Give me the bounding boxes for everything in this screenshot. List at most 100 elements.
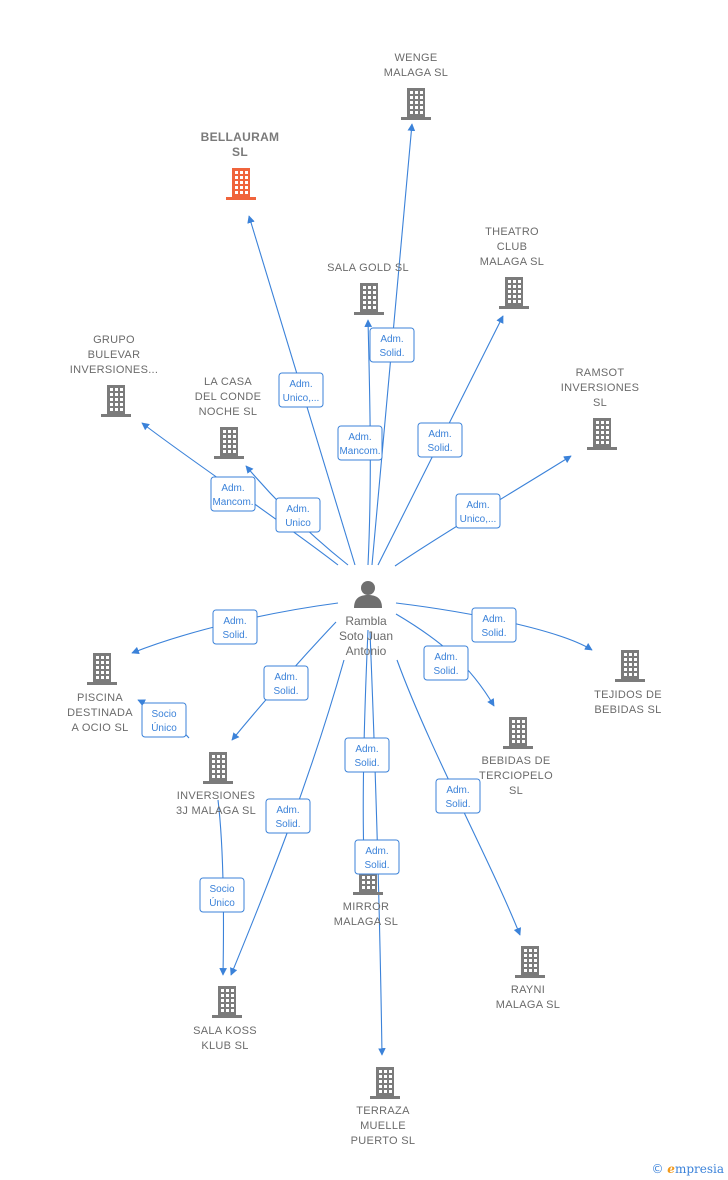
relation-label-text: Adm.: [286, 504, 309, 515]
grupobulevar-building-icon: [101, 385, 131, 417]
relation-label-salakoss[interactable]: Adm. Solid.: [265, 798, 311, 834]
company-name-line: MALAGA SL: [480, 256, 544, 268]
company-name-line: WENGE: [394, 52, 437, 64]
company-name-line: NOCHE SL: [199, 406, 258, 418]
company-node-grupobulevar[interactable]: GRUPOBULEVARINVERSIONES...: [70, 334, 159, 417]
relation-label-bellauram[interactable]: Adm.Unico,...: [278, 372, 324, 408]
person-name-line: Antonio: [346, 644, 387, 658]
relation-label-tejidos[interactable]: Adm.Solid.: [471, 607, 517, 643]
brand-initial: e: [667, 1162, 675, 1176]
relation-label-text: Solid.: [354, 758, 379, 769]
relation-label-lacasa[interactable]: Adm. Unico: [275, 497, 321, 533]
company-name-line: BELLAURAM: [201, 130, 280, 144]
relation-label-text: Adm.: [428, 429, 451, 440]
company-node-theatro[interactable]: THEATRO CLUB MALAGA SL: [480, 226, 544, 309]
relation-label-text: Adm.: [221, 483, 244, 494]
relation-label-grupobulevar[interactable]: Adm. Mancom.: [210, 476, 256, 512]
terraza-building-icon: [370, 1067, 400, 1099]
person-name-line: Soto Juan: [339, 629, 393, 643]
company-name-line: TEJIDOS DE: [594, 689, 662, 701]
company-name-line: BEBIDAS DE: [481, 755, 550, 767]
relation-label-text: Unico,...: [460, 514, 497, 525]
relation-label-text: Adm.: [355, 744, 378, 755]
rayni-building-icon: [515, 946, 545, 978]
company-name-line: KLUB SL: [201, 1040, 248, 1052]
relation-label-text: Solid.: [222, 630, 247, 641]
relation-labels-layer: Adm.Solid.Adm.Unico,...Adm.Mancom.Adm.So…: [141, 327, 517, 913]
relation-label-text: Mancom.: [212, 497, 253, 508]
relation-label-text: Solid.: [273, 686, 298, 697]
piscina-building-icon: [87, 653, 117, 685]
bellauram-building-icon: [226, 168, 256, 200]
relation-label-ramsot[interactable]: Adm. Unico,...: [455, 493, 501, 529]
relation-label-text: Mancom.: [339, 446, 380, 457]
relation-label-bebidas[interactable]: Adm.Solid.: [423, 645, 469, 681]
company-name-line: THEATRO: [485, 226, 539, 238]
company-name-line: MALAGA SL: [384, 67, 448, 79]
relation-label-text: Único: [151, 721, 177, 734]
relation-label-text: Adm.: [466, 500, 489, 511]
relation-label-piscina[interactable]: Adm.Solid.: [212, 609, 258, 645]
company-name-line: SL: [593, 397, 607, 409]
company-name-line: LA CASA: [204, 376, 252, 388]
relation-label-text: Único: [209, 896, 235, 909]
company-name-line: DESTINADA: [67, 707, 133, 719]
company-name-line: INVERSIONES: [561, 382, 640, 394]
company-node-wenge[interactable]: WENGE MALAGA SL: [384, 52, 448, 120]
relation-label-rayni[interactable]: Adm. Solid.: [435, 778, 481, 814]
relation-label-wenge[interactable]: Adm.Solid.: [369, 327, 415, 363]
relation-label-mirror[interactable]: Adm. Solid.: [344, 737, 390, 773]
company-node-lacasa[interactable]: LA CASA DEL CONDE NOCHE SL: [195, 376, 261, 459]
relation-label-text: Adm.: [348, 432, 371, 443]
brand-logo: © empresia: [651, 1162, 724, 1176]
company-name-line: MALAGA SL: [334, 916, 398, 928]
company-name-line: MIRROR: [343, 901, 389, 913]
theatro-building-icon: [499, 277, 529, 309]
relation-label-text: Solid.: [364, 860, 389, 871]
relation-label-text: Solid.: [445, 799, 470, 810]
company-node-bebidas[interactable]: BEBIDAS DE TERCIOPELO SL: [479, 717, 553, 797]
relation-label-salagold[interactable]: Adm. Mancom.: [337, 425, 383, 461]
copyright-symbol: ©: [651, 1162, 664, 1176]
relation-label-text: Adm.: [276, 805, 299, 816]
company-name-line: DEL CONDE: [195, 391, 261, 403]
company-name-line: SALA GOLD SL: [327, 262, 409, 274]
relation-label-text: Solid.: [427, 443, 452, 454]
relation-label-text: Solid.: [275, 819, 300, 830]
company-node-salagold[interactable]: SALA GOLD SL: [327, 262, 409, 315]
relation-label-theatro[interactable]: Adm. Solid.: [417, 422, 463, 458]
relation-label-inversiones3j[interactable]: Adm.Solid.: [263, 665, 309, 701]
company-name-line: MUELLE: [360, 1120, 406, 1132]
company-name-line: CLUB: [497, 241, 528, 253]
company-name-line: RAYNI: [511, 984, 545, 996]
company-name-line: PISCINA: [77, 692, 123, 704]
relation-label-text: Adm.: [446, 785, 469, 796]
company-node-tejidos[interactable]: TEJIDOS DE BEBIDAS SL: [594, 650, 662, 716]
company-name-line: SALA KOSS: [193, 1025, 257, 1037]
relation-label-text: Solid.: [433, 666, 458, 677]
company-name-line: INVERSIONES...: [70, 364, 159, 376]
relation-label-terraza[interactable]: Adm.Solid.: [354, 839, 400, 875]
company-node-salakoss[interactable]: SALA KOSS KLUB SL: [193, 986, 257, 1052]
relation-label-text: Unico: [285, 518, 311, 529]
company-name-line: 3J MALAGA SL: [176, 805, 256, 817]
wenge-building-icon: [401, 88, 431, 120]
company-name-line: SL: [509, 785, 523, 797]
company-name-line: TERCIOPELO: [479, 770, 553, 782]
salagold-building-icon: [354, 283, 384, 315]
ramsot-building-icon: [587, 418, 617, 450]
company-name-line: GRUPO: [93, 334, 135, 346]
relation-label-text: Socio: [209, 884, 234, 895]
company-name-line: BEBIDAS SL: [594, 704, 661, 716]
